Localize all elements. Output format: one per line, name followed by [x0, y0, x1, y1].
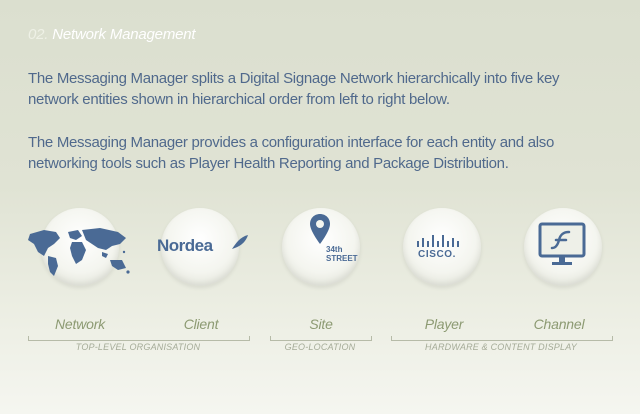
category-label-organisation: TOP-LEVEL ORGANISATION: [75, 342, 201, 352]
category-bracket-geo: [270, 336, 372, 341]
intro-paragraph-1: The Messaging Manager splits a Digital S…: [28, 70, 560, 108]
entity-label-player: Player: [424, 316, 464, 332]
intro-paragraph-2: The Messaging Manager provides a configu…: [28, 134, 555, 172]
street-logo-text: 34th STREET: [326, 245, 358, 263]
nordea-logo-icon: Nordea: [157, 235, 253, 258]
entity-label-site: Site: [309, 316, 333, 332]
map-pin-icon: [310, 214, 330, 244]
section-number: 02.: [28, 26, 49, 43]
entity-label-client: Client: [183, 316, 219, 332]
cisco-bars-icon: [417, 235, 459, 247]
world-map-icon: [28, 228, 130, 276]
category-bracket-hardware: [391, 336, 613, 341]
client-entity-badge[interactable]: [161, 208, 239, 286]
category-label-hardware: HARDWARE & CONTENT DISPLAY: [425, 342, 577, 352]
nordea-logo-text: Nordea: [157, 236, 213, 255]
category-bracket-organisation: [28, 336, 250, 341]
page-title: 02. Network Management: [28, 26, 196, 43]
entity-label-channel: Channel: [533, 316, 585, 332]
section-title: Network Management: [52, 26, 196, 43]
flash-monitor-icon: [538, 222, 586, 265]
entity-label-network: Network: [55, 316, 105, 332]
cisco-logo-text: CISCO.: [418, 249, 457, 260]
nordea-sail-icon: [232, 235, 248, 249]
category-label-geo: GEO-LOCATION: [284, 342, 356, 352]
